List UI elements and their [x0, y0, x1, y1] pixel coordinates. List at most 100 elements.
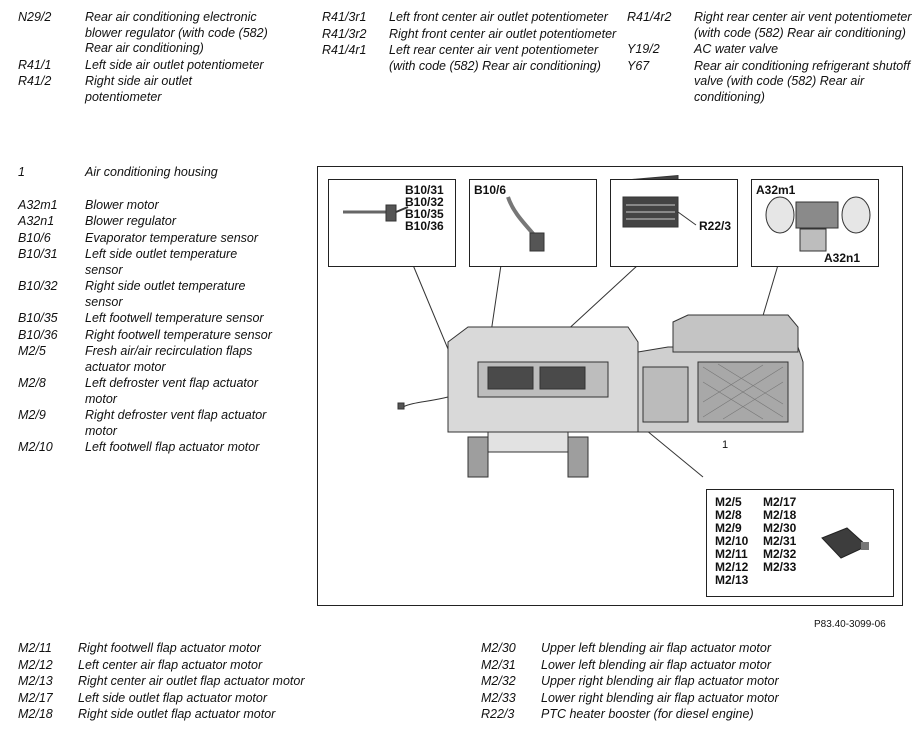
legend-left-row: 1 Air conditioning housing	[18, 165, 278, 181]
legend-top-mid-row: R41/3r1 Left front center air outlet pote…	[322, 10, 622, 26]
motor-code-label: M2/18	[763, 508, 797, 522]
legend-description: Evaporator temperature sensor	[85, 230, 259, 245]
legend-code: 1	[18, 165, 25, 179]
legend-code: Y19/2	[627, 42, 660, 56]
motor-code-label: M2/11	[715, 547, 748, 561]
sensor-label-b10-35: B10/35	[405, 207, 444, 221]
hvac-housing-figure: B10/31 B10/32 B10/35 B10/36 B10/6 R22/3 …	[317, 166, 903, 606]
legend-code: R41/2	[18, 74, 52, 88]
sensor-label-b10-31: B10/31	[405, 183, 444, 197]
sensor-label-b10-32: B10/32	[405, 195, 444, 209]
legend-code: M2/10	[18, 440, 53, 454]
sensor-label-b10-36: B10/36	[405, 219, 444, 233]
legend-code: M2/30	[481, 641, 516, 655]
motor-code-label: M2/12	[715, 560, 749, 574]
legend-description: Lower left blending air flap actuator mo…	[541, 657, 771, 672]
figure-reference: P83.40-3099-06	[814, 619, 886, 630]
legend-description: Left defroster vent flap actuator motor	[85, 376, 259, 406]
legend-code: M2/17	[18, 690, 53, 705]
legend-description: Left side outlet temperature sensor	[85, 247, 238, 277]
legend-description: Left center air flap actuator motor	[78, 657, 263, 672]
inset-outlet-temp-sensors: B10/31 B10/32 B10/35 B10/36	[328, 179, 456, 267]
legend-description: Right front center air outlet potentiome…	[389, 26, 617, 41]
legend-description: Right defroster vent flap actuator motor	[85, 408, 267, 438]
legend-code: M2/12	[18, 657, 53, 672]
motor-code-label: M2/33	[763, 560, 797, 574]
legend-code: R22/3	[481, 707, 515, 721]
legend-code: B10/32	[18, 279, 58, 293]
legend-description: Right footwell temperature sensor	[85, 327, 272, 342]
legend-left-row: B10/36 Right footwell temperature sensor	[18, 328, 278, 344]
legend-code: R41/4r2	[627, 10, 672, 24]
legend-description: Right side outlet flap actuator motor	[78, 707, 276, 721]
blower-regulator-label: A32n1	[824, 251, 861, 265]
inset-evaporator-sensor: B10/6	[469, 179, 597, 267]
legend-code: R41/4r1	[322, 43, 367, 57]
legend-code: A32n1	[18, 214, 55, 228]
legend-bottom-right-row: M2/30 Upper left blending air flap actuat…	[481, 641, 811, 657]
legend-description: Left rear center air vent potentiometer …	[389, 43, 601, 73]
inset-ptc-heater: R22/3	[610, 179, 738, 267]
legend-left-row: M2/9 Right defroster vent flap actuator m…	[18, 408, 278, 439]
legend-description: Left footwell temperature sensor	[85, 311, 264, 325]
legend-bottom-left-row: M2/12 Left center air flap actuator motor	[18, 658, 348, 674]
legend-top-mid-row: R41/4r1 Left rear center air vent potenti…	[322, 43, 622, 74]
legend-left-row: B10/35 Left footwell temperature sensor	[18, 311, 278, 327]
legend-code: M2/31	[481, 657, 516, 672]
motor-code-label: M2/13	[715, 573, 749, 587]
motor-code-label: M2/17	[763, 495, 797, 509]
legend-description: PTC heater booster (for diesel engine)	[541, 707, 754, 721]
legend-top-left-row: N29/2 Rear air conditioning electronic bl…	[18, 10, 268, 57]
legend-code: R41/3r1	[322, 10, 367, 24]
legend-left-row: A32n1 Blower regulator	[18, 214, 278, 230]
legend-bottom-left-row: M2/17 Left side outlet flap actuator moto…	[18, 691, 348, 707]
legend-description: Lower right blending air flap actuator m…	[541, 690, 779, 705]
legend-description: Left front center air outlet potentiomet…	[389, 10, 608, 24]
housing-label: 1	[722, 439, 729, 451]
legend-left-row: M2/8 Left defroster vent flap actuator mo…	[18, 376, 278, 407]
heater-label: R22/3	[699, 219, 732, 233]
legend-code: M2/11	[18, 641, 52, 655]
motor-code-label: M2/31	[763, 534, 797, 548]
legend-description: Rear air conditioning electronic blower …	[85, 10, 268, 55]
legend-description: Right center air outlet flap actuator mo…	[78, 674, 305, 688]
legend-code: M2/32	[481, 674, 516, 688]
legend-code: R41/1	[18, 57, 52, 72]
legend-bottom-right: M2/30 Upper left blending air flap actuat…	[481, 641, 811, 724]
legend-top-right-row: Y19/2 AC water valve	[627, 42, 924, 58]
legend-description: Left side outlet flap actuator motor	[78, 690, 267, 705]
legend-code: N29/2	[18, 10, 52, 24]
motor-code-label: M2/10	[715, 534, 749, 548]
legend-top-left-row: R41/1 Left side air outlet potentiometer	[18, 58, 268, 74]
legend-top-left: N29/2 Rear air conditioning electronic bl…	[18, 10, 268, 106]
legend-description: Left side air outlet potentiometer	[85, 57, 264, 72]
legend-code: M2/9	[18, 408, 46, 422]
legend-description: Upper left blending air flap actuator mo…	[541, 641, 771, 655]
legend-code: M2/8	[18, 376, 46, 390]
legend-description: Blower regulator	[85, 214, 177, 228]
legend-code: A32m1	[18, 197, 58, 212]
legend-description: AC water valve	[694, 42, 779, 56]
legend-description: Right side outlet temperature sensor	[85, 279, 246, 309]
legend-description: Air conditioning housing	[85, 165, 218, 179]
actuator-motor-image	[821, 527, 869, 559]
legend-description: Right footwell flap actuator motor	[78, 641, 261, 655]
legend-code: B10/36	[18, 327, 58, 342]
legend-code: B10/35	[18, 311, 58, 325]
legend-code: Y67	[627, 58, 650, 73]
